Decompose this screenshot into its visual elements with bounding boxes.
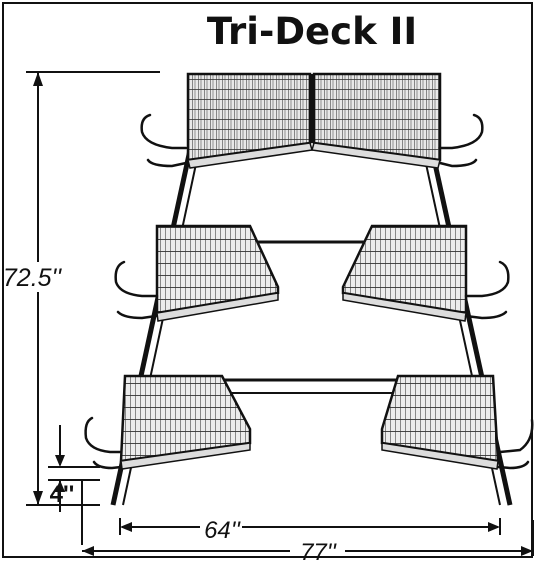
diagram-title: Tri-Deck II (207, 10, 417, 53)
dimension-lines (26, 71, 534, 556)
bottom-tier-cages (119, 374, 500, 470)
height-overall-label: 72.5'' (3, 264, 62, 292)
gap-small-label: 4'' (50, 481, 75, 508)
top-tier-cages (186, 72, 442, 169)
width-inner-label: 64'' (204, 517, 241, 544)
bottom-left-cage (119, 374, 252, 463)
width-overall-label: 77'' (300, 539, 337, 562)
middle-tier-cages (155, 224, 468, 322)
feeder-hooks (84, 113, 534, 470)
height-label-bg (2, 262, 68, 292)
middle-left-cage (155, 224, 280, 315)
dimension-arrows (33, 72, 533, 556)
